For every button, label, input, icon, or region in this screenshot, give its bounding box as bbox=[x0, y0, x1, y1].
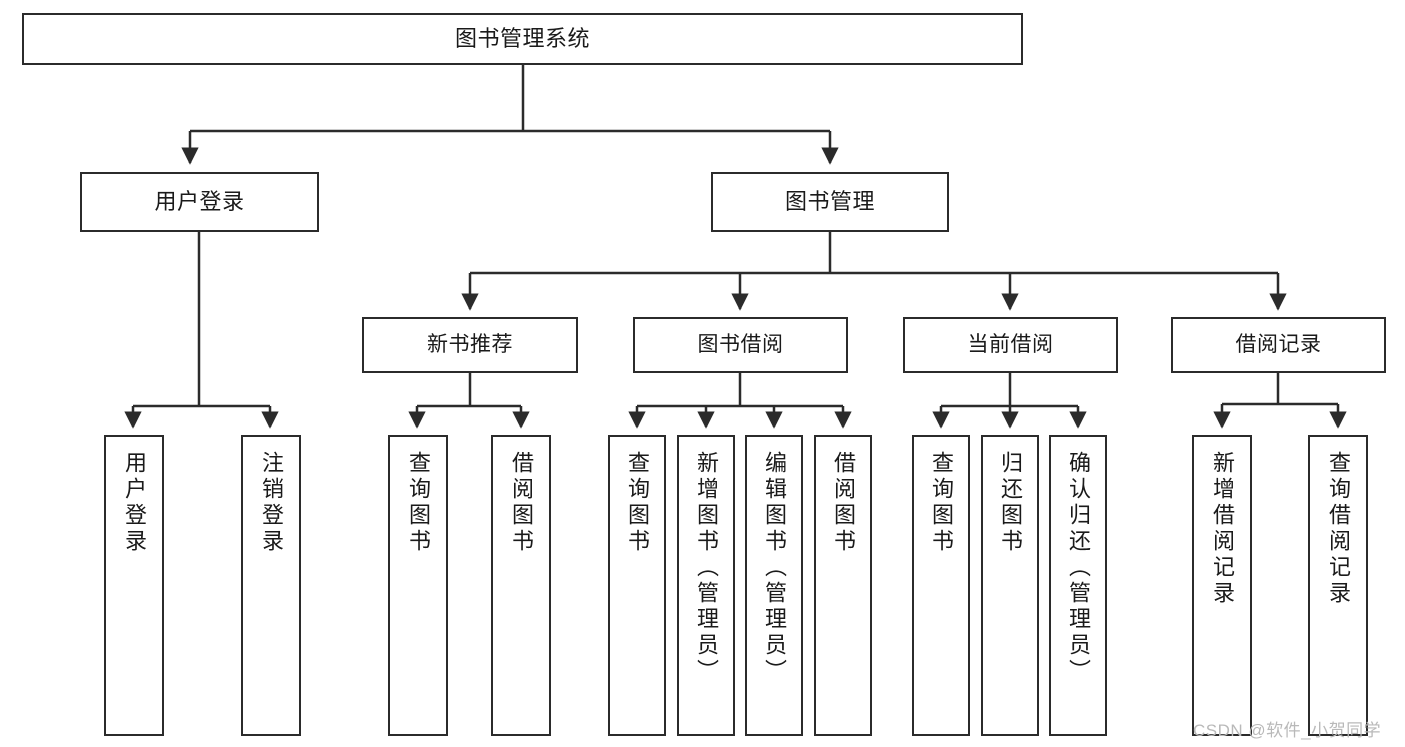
node-label: 图书借阅 bbox=[697, 332, 784, 356]
node-leaf-logout-login[interactable]: 注销登录 bbox=[241, 435, 301, 736]
node-label: 用户登录 bbox=[154, 189, 245, 215]
node-label: 新增图书（管理员） bbox=[693, 451, 719, 685]
node-label: 借阅记录 bbox=[1235, 332, 1322, 356]
node-leaf-query-book-borrow[interactable]: 查询图书 bbox=[608, 435, 666, 736]
node-leaf-borrow-book-recommend[interactable]: 借阅图书 bbox=[491, 435, 551, 736]
node-label: 查询图书 bbox=[928, 451, 954, 555]
node-label: 确认归还（管理员） bbox=[1065, 451, 1091, 685]
node-root-book-management-system[interactable]: 图书管理系统 bbox=[22, 13, 1023, 65]
node-label: 新书推荐 bbox=[427, 332, 513, 356]
node-label: 编辑图书（管理员） bbox=[761, 451, 787, 685]
node-leaf-add-book-admin[interactable]: 新增图书（管理员） bbox=[677, 435, 735, 736]
node-label: 借阅图书 bbox=[830, 451, 856, 555]
node-label: 归还图书 bbox=[997, 451, 1023, 555]
node-leaf-borrow-book-borrow[interactable]: 借阅图书 bbox=[814, 435, 872, 736]
node-leaf-add-borrow-record[interactable]: 新增借阅记录 bbox=[1192, 435, 1252, 736]
node-leaf-user-login[interactable]: 用户登录 bbox=[104, 435, 164, 736]
node-label: 查询借阅记录 bbox=[1325, 451, 1351, 607]
node-label: 借阅图书 bbox=[508, 451, 534, 555]
node-user-login[interactable]: 用户登录 bbox=[80, 172, 319, 232]
node-label: 图书管理 bbox=[784, 189, 875, 215]
node-label: 新增借阅记录 bbox=[1209, 451, 1235, 607]
node-label: 当前借阅 bbox=[967, 332, 1054, 356]
node-label: 查询图书 bbox=[624, 451, 650, 555]
node-new-book-recommend[interactable]: 新书推荐 bbox=[362, 317, 578, 373]
node-label: 图书管理系统 bbox=[454, 26, 590, 52]
node-current-borrow[interactable]: 当前借阅 bbox=[903, 317, 1118, 373]
node-leaf-edit-book-admin[interactable]: 编辑图书（管理员） bbox=[745, 435, 803, 736]
node-leaf-query-borrow-record[interactable]: 查询借阅记录 bbox=[1308, 435, 1368, 736]
node-leaf-query-book-current[interactable]: 查询图书 bbox=[912, 435, 970, 736]
node-label: 用户登录 bbox=[121, 451, 147, 555]
node-borrow-record[interactable]: 借阅记录 bbox=[1171, 317, 1386, 373]
node-leaf-return-book[interactable]: 归还图书 bbox=[981, 435, 1039, 736]
node-label: 查询图书 bbox=[405, 451, 431, 555]
node-label: 注销登录 bbox=[258, 451, 284, 555]
node-book-management[interactable]: 图书管理 bbox=[711, 172, 949, 232]
node-leaf-confirm-return-admin[interactable]: 确认归还（管理员） bbox=[1049, 435, 1107, 736]
node-book-borrow[interactable]: 图书借阅 bbox=[633, 317, 848, 373]
node-leaf-query-book-recommend[interactable]: 查询图书 bbox=[388, 435, 448, 736]
